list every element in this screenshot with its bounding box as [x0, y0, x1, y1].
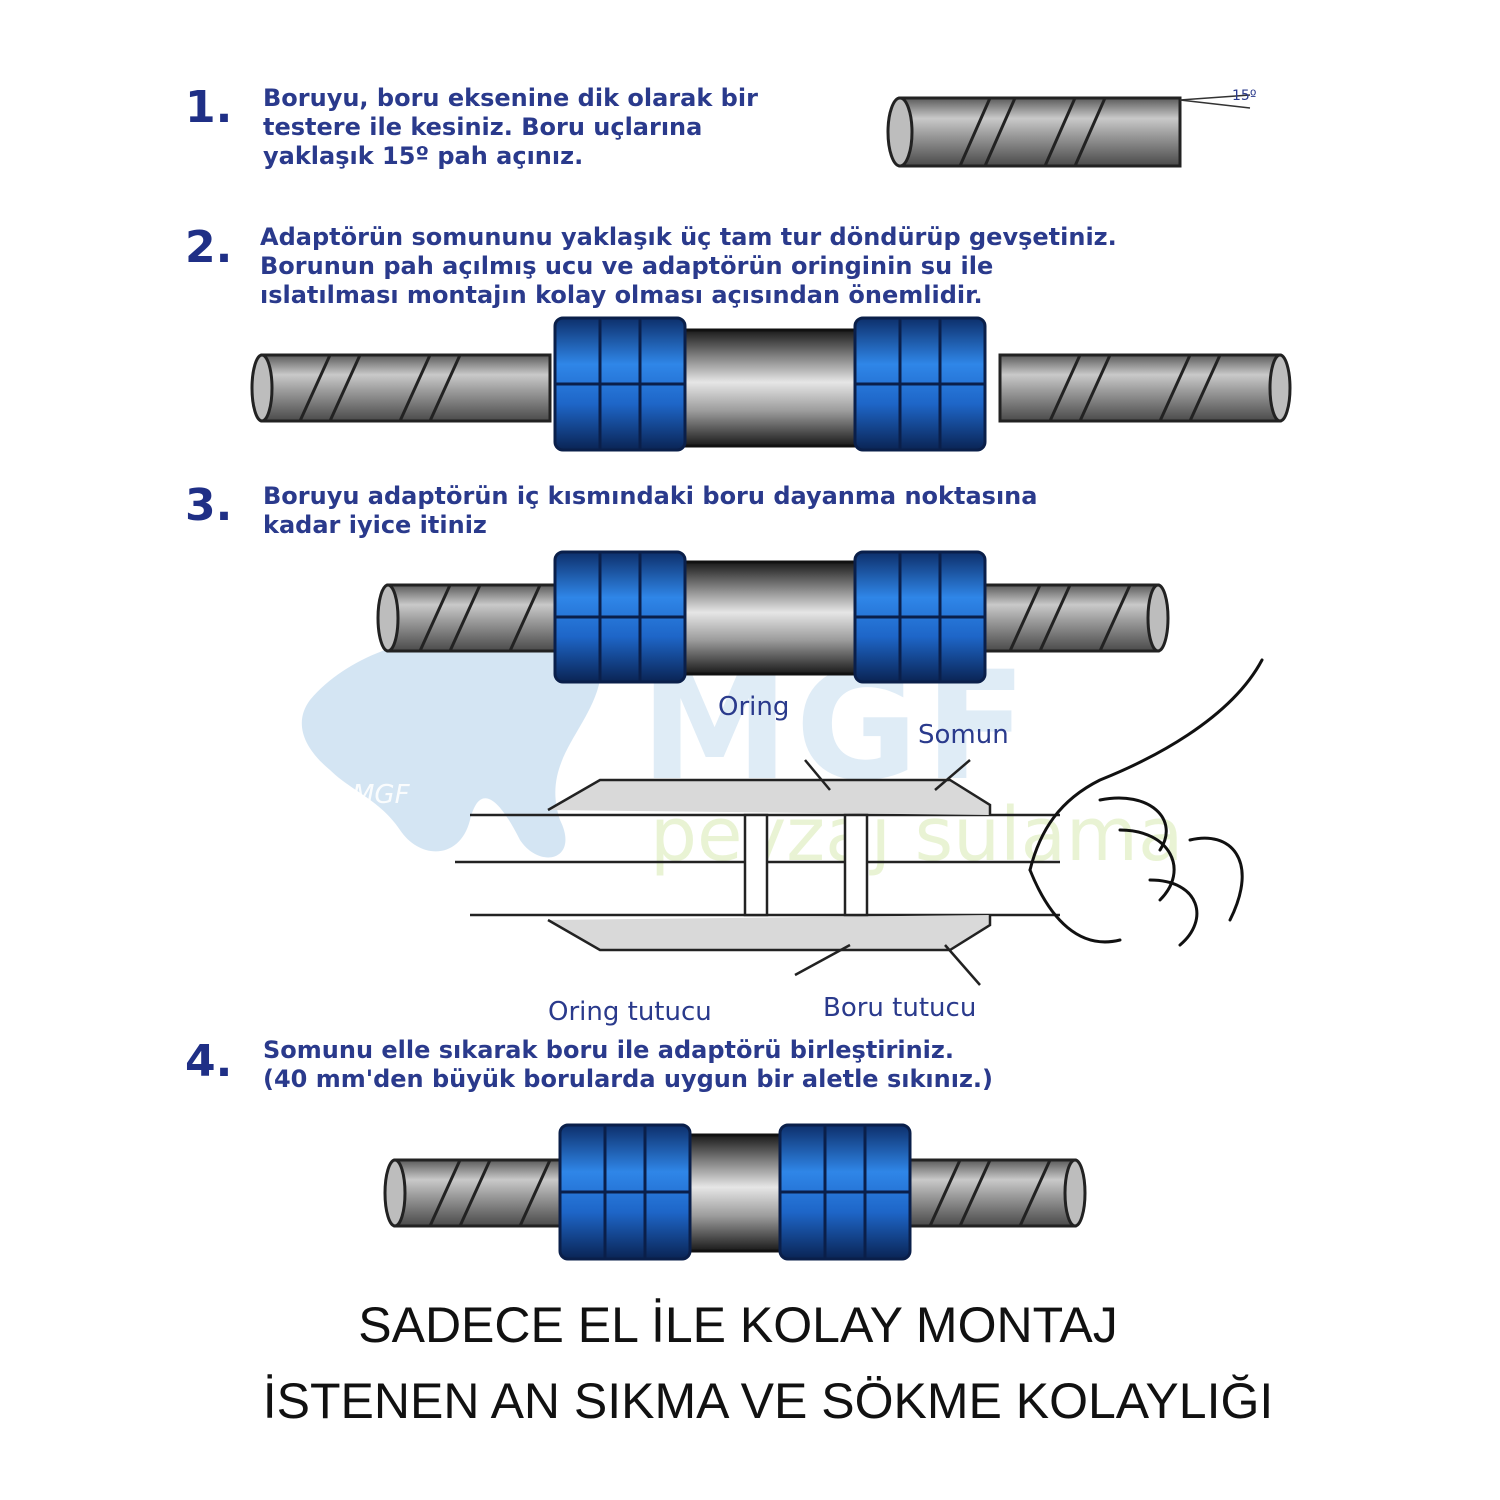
step1-pipe	[886, 94, 1251, 168]
step-1-line-1: Boruyu, boru eksenine dik olarak bir	[263, 84, 758, 112]
footer-line-1: SADECE EL İLE KOLAY MONTAJ	[358, 1297, 1118, 1353]
step2-pipe-left	[250, 353, 552, 423]
step3-fitting	[553, 550, 987, 684]
step-1-line-3: yaklaşık 15º pah açınız.	[263, 142, 584, 170]
footer-line-2: İSTENEN AN SIKMA VE SÖKME KOLAYLIĞI	[262, 1373, 1274, 1429]
step-4-line-1: Somunu elle sıkarak boru ile adaptörü bi…	[263, 1036, 954, 1064]
step-2-line-3: ıslatılması montajın kolay olması açısın…	[260, 281, 983, 309]
step-2-line-1: Adaptörün somununu yaklaşık üç tam tur d…	[260, 223, 1117, 251]
step-number-1: 1.	[185, 82, 233, 133]
step-2-line-2: Borunun pah açılmış ucu ve adaptörün ori…	[260, 252, 994, 280]
step-number-4: 4.	[185, 1036, 233, 1087]
step2-pipe-right	[998, 353, 1292, 423]
watermark-logo-text: MGF	[352, 780, 410, 810]
step-1-line-2: testere ile kesiniz. Boru uçlarına	[263, 113, 703, 141]
step-number-3: 3.	[185, 480, 233, 531]
step-3-line-1: Boruyu adaptörün iç kısmındaki boru daya…	[263, 482, 1038, 510]
somun-label: Somun	[918, 720, 1009, 750]
step-4-line-2: (40 mm'den büyük borularda uygun bir ale…	[263, 1065, 994, 1093]
watermark-elephant-icon	[301, 621, 602, 858]
hand-icon	[1028, 658, 1264, 947]
step4-fitting	[558, 1123, 912, 1261]
oring-tutucu-label: Oring tutucu	[548, 997, 712, 1027]
oring-label: Oring	[718, 692, 790, 722]
boru-tutucu-label: Boru tutucu	[823, 993, 977, 1023]
angle-label: 15º	[1232, 88, 1257, 104]
step-number-2: 2.	[185, 222, 233, 273]
step2-fitting	[553, 316, 987, 452]
cross-section-diagram	[455, 759, 1060, 986]
step-3-line-2: kadar iyice itiniz	[263, 511, 487, 539]
